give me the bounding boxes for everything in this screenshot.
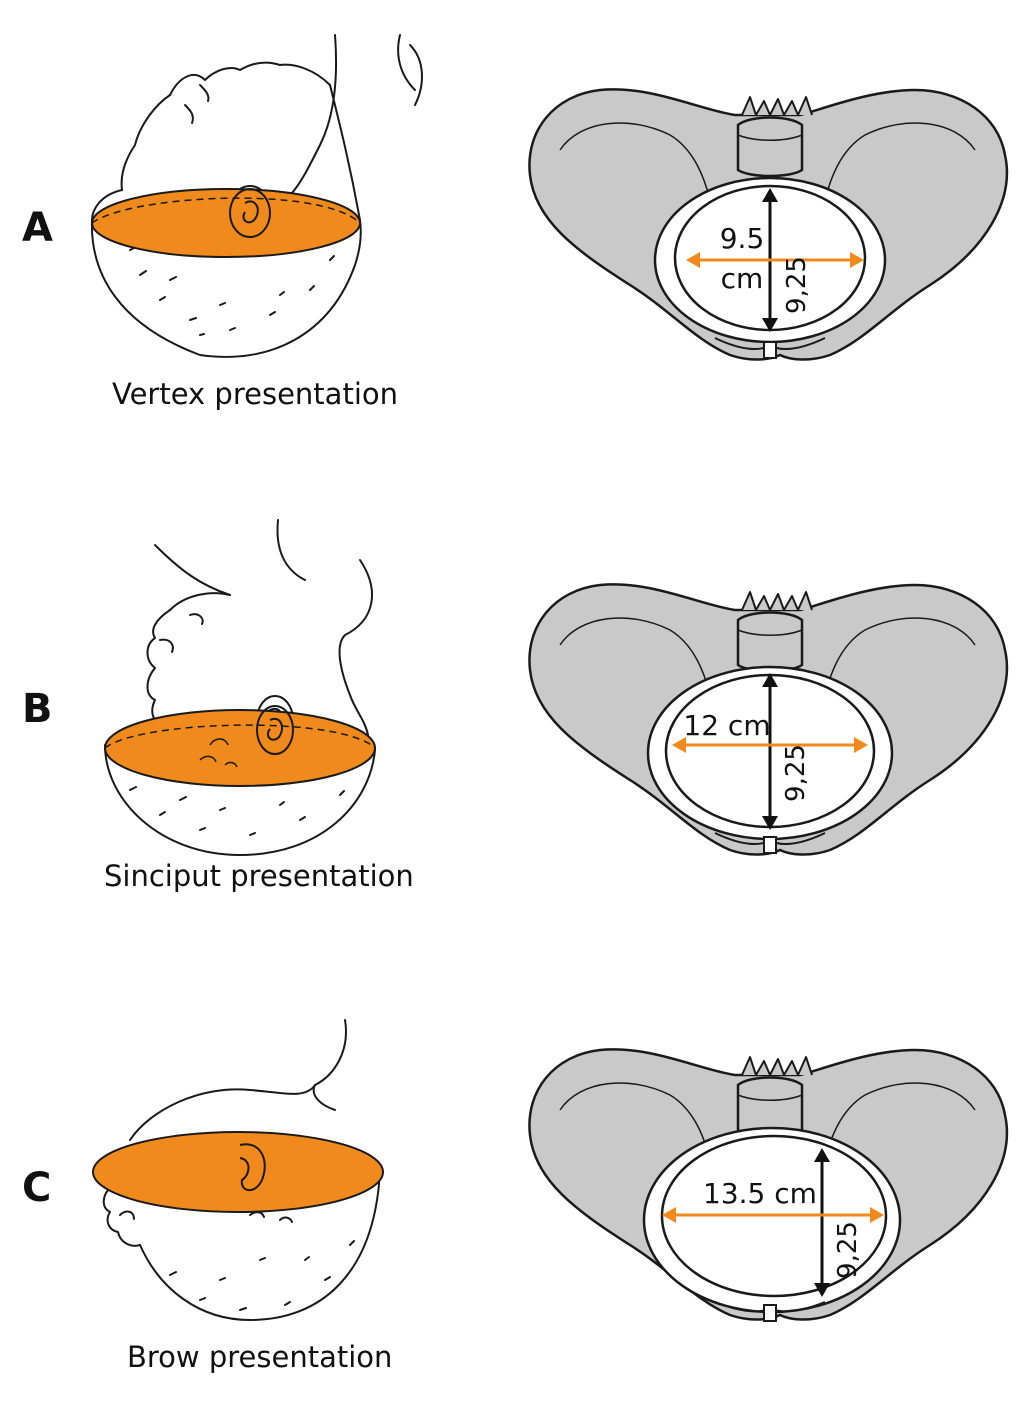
fetal-head-icon bbox=[104, 519, 376, 856]
pelvis-icon: 13.5 cm 9,25 bbox=[528, 1048, 1009, 1322]
transverse-diameter-label: 9.5 bbox=[720, 222, 765, 255]
fetal-head-icon bbox=[92, 1019, 384, 1321]
pelvis-icon: 12 cm 9,25 bbox=[528, 583, 1009, 856]
row-letter: A bbox=[22, 205, 53, 251]
ap-diameter-label: 9,25 bbox=[781, 744, 811, 802]
presentation-caption: Brow presentation bbox=[127, 1340, 393, 1374]
transverse-diameter-unit: cm bbox=[721, 262, 764, 295]
transverse-diameter-label: 13.5 cm bbox=[703, 1177, 817, 1210]
ap-diameter-label: 9,25 bbox=[782, 256, 812, 314]
presentation-caption: Sinciput presentation bbox=[104, 859, 414, 893]
ap-diameter-label: 9,25 bbox=[833, 1221, 863, 1279]
transverse-diameter-label: 12 cm bbox=[683, 709, 770, 742]
fetal-head-icon bbox=[90, 34, 423, 358]
row-letter: B bbox=[22, 686, 53, 732]
presentation-caption: Vertex presentation bbox=[112, 377, 398, 411]
row-b: B Sinciput presentation bbox=[0, 480, 1024, 920]
row-c: C Brow presentation bbox=[0, 960, 1024, 1414]
row-letter: C bbox=[22, 1165, 52, 1211]
pelvis-icon: 9.5 cm 9,25 bbox=[528, 88, 1009, 361]
row-a: A Vertex presentation bbox=[0, 0, 1024, 440]
